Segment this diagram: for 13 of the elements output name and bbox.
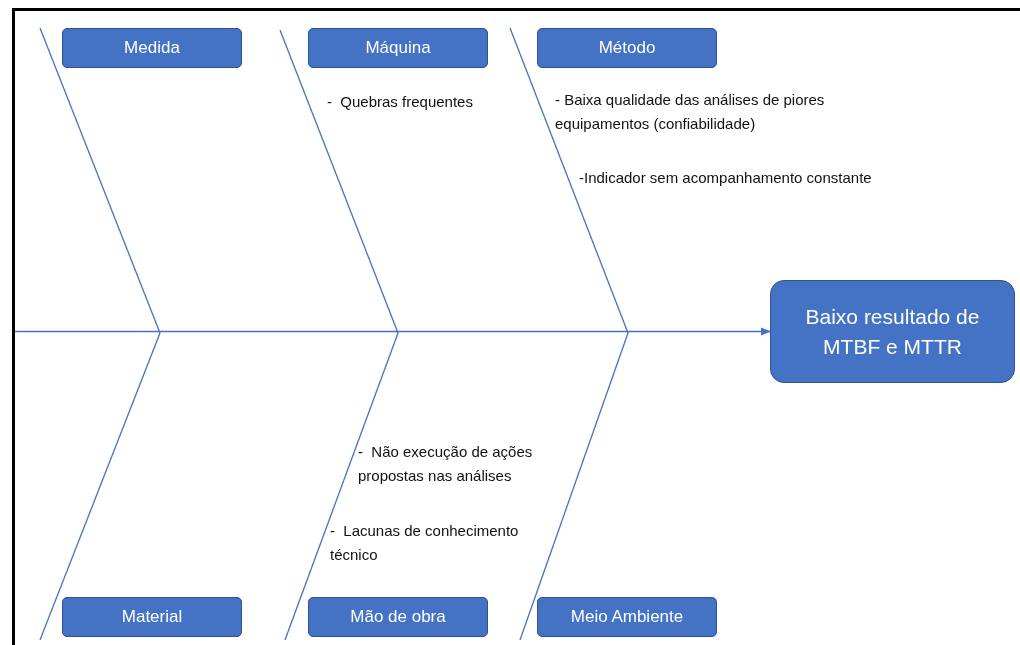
cause-text: -Indicador sem acompanhamento constante <box>579 168 873 188</box>
spine-arrow <box>14 327 771 336</box>
cause-text: - Baixa qualidade das análises de piores equipamentos (confiabilidade) <box>555 90 826 134</box>
category-box: Método <box>537 28 717 68</box>
cause-text: - Quebras frequentes <box>327 92 474 112</box>
category-box: Mão de obra <box>308 597 488 637</box>
effect-box: Baixo resultado de MTBF e MTTR <box>770 280 1015 383</box>
cause-text: - Lacunas de conhecimento técnico <box>330 521 520 565</box>
category-box: Meio Ambiente <box>537 597 717 637</box>
cause-text: - Não execução de ações propostas nas análises <box>358 442 534 486</box>
category-box: Máquina <box>308 28 488 68</box>
category-box: Material <box>62 597 242 637</box>
category-box: Medida <box>62 28 242 68</box>
